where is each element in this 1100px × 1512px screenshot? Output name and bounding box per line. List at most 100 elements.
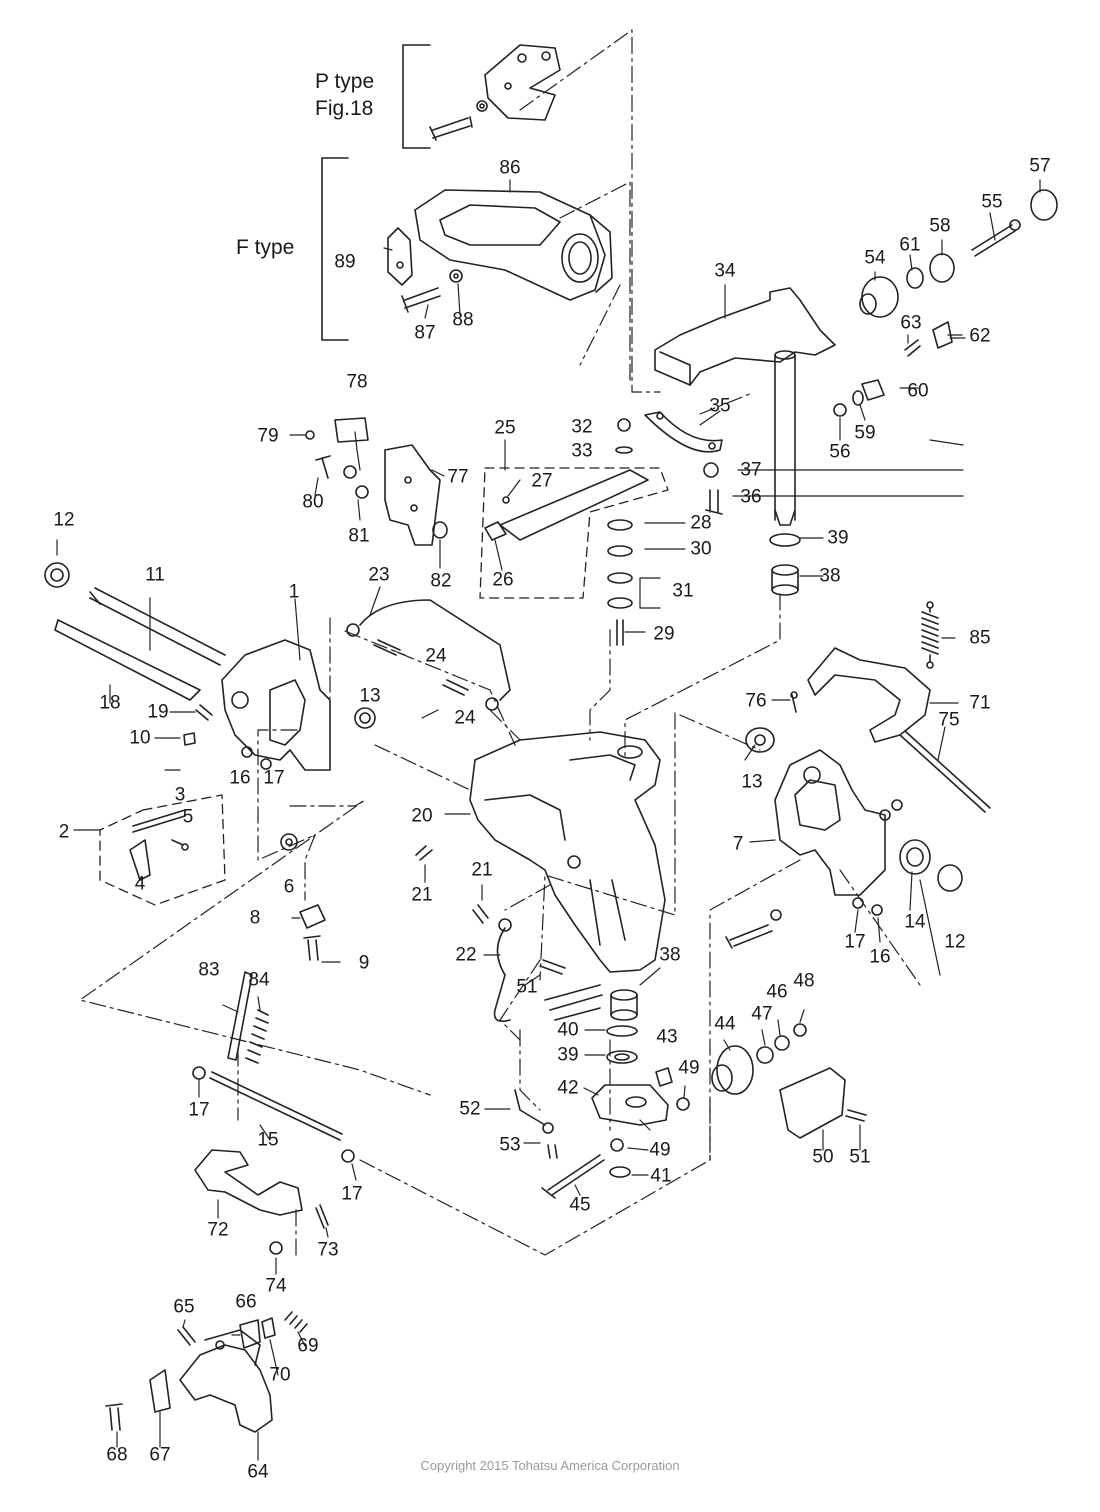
part-number: 79 [257,425,279,447]
part-number: 29 [653,623,675,645]
part-number: 35 [709,395,731,417]
part-number: 45 [569,1194,591,1216]
part-number: 60 [907,380,929,402]
p-type-figure-ref: Fig.18 [315,97,374,120]
part-number: 11 [145,564,165,586]
part-number: 22 [455,944,477,966]
bushing-58 [929,253,955,283]
bracket-72 [194,1149,303,1216]
part-number: 64 [247,1461,269,1483]
part-number: 80 [302,491,324,513]
plate-30 [607,545,633,557]
bushing-6 [280,833,298,851]
part-number: 44 [714,1013,736,1035]
part-number: 3 [174,784,186,806]
washer-82 [432,521,448,539]
bushing-44 [711,1045,754,1095]
washers-81 [343,465,369,499]
part-number: 69 [297,1335,319,1357]
block-8 [299,904,326,929]
part-number: 76 [745,690,767,712]
bolt-19 [195,704,213,721]
washer-49-top [676,1097,690,1111]
washer-16-left [241,746,253,758]
part-number: 21 [411,884,433,906]
part-number: 63 [900,312,922,334]
bolt-63 [904,339,921,357]
part-number: 62 [969,325,991,347]
bushing-13-right [745,727,775,753]
handle-71 [807,647,931,743]
lever-52 [514,1089,554,1134]
part-number: 49 [649,1139,671,1161]
nut-56 [833,403,847,417]
part-number: 24 [425,645,447,667]
plate-89 [387,227,413,286]
washers-31 [607,572,633,609]
part-number: 17 [844,931,866,953]
clip-62 [932,321,953,349]
part-number: 20 [411,805,433,827]
nut-32 [617,418,631,432]
part-number: 16 [869,946,891,968]
block-43 [655,1067,673,1087]
f-type-bracket [321,157,349,341]
bracket-77 [384,444,441,546]
grease-nipple-21-left [415,845,433,861]
part-number: 75 [938,709,960,731]
part-number: 51 [516,976,538,998]
part-number: 26 [492,569,514,591]
part-number: 49 [678,1057,700,1079]
part-number: 39 [557,1044,579,1066]
part-number: 40 [557,1019,579,1041]
part-number: 66 [235,1291,257,1313]
shafts-near-40 [544,984,603,1021]
screw-79 [305,430,315,440]
rod-18 [54,619,201,701]
bushing-14 [899,839,931,875]
plate-4 [129,839,151,881]
pin-5 [171,839,189,851]
part-number: 72 [207,1219,229,1241]
part-number: 71 [969,692,991,714]
part-number: 38 [819,565,841,587]
part-number: 17 [263,767,285,789]
ring-35 [644,411,723,453]
plate-67 [149,1369,171,1413]
part-number: 77 [447,466,469,488]
part-number: 67 [149,1444,171,1466]
block-70 [261,1317,276,1339]
spring-washer-41 [609,1166,631,1178]
screw-24-bottom [442,679,469,696]
part-number: 54 [864,247,886,269]
part-number: 1 [288,581,300,603]
part-number: 28 [690,512,712,534]
bolt-45 [541,1154,605,1199]
part-number: 19 [147,701,169,723]
part-number: 18 [99,692,121,714]
tiller-handle-86 [414,189,613,301]
bolt-68 [105,1403,123,1431]
part-number: 70 [269,1364,291,1386]
part-number: 61 [899,234,921,256]
bolt-36 [705,489,723,515]
part-number: 17 [341,1183,363,1205]
screw-24-top [373,639,401,656]
swivel-bracket-20 [469,731,666,973]
part-number: 57 [1029,155,1051,177]
screw-3 [132,809,186,833]
part-number: 52 [459,1098,481,1120]
part-number: 27 [531,470,553,492]
part-number: 74 [265,1275,287,1297]
clamp-bracket-7 [774,749,886,896]
part-number: 13 [741,771,763,793]
washer-74 [269,1241,283,1255]
nut-48 [793,1023,807,1037]
washer-28 [607,519,633,531]
bolt-53 [547,1144,558,1159]
part-number: 6 [283,876,295,898]
washer-17-right [852,897,864,909]
washer-16-right [871,904,883,916]
nut-12-left [44,562,70,588]
nut-37 [703,462,719,478]
